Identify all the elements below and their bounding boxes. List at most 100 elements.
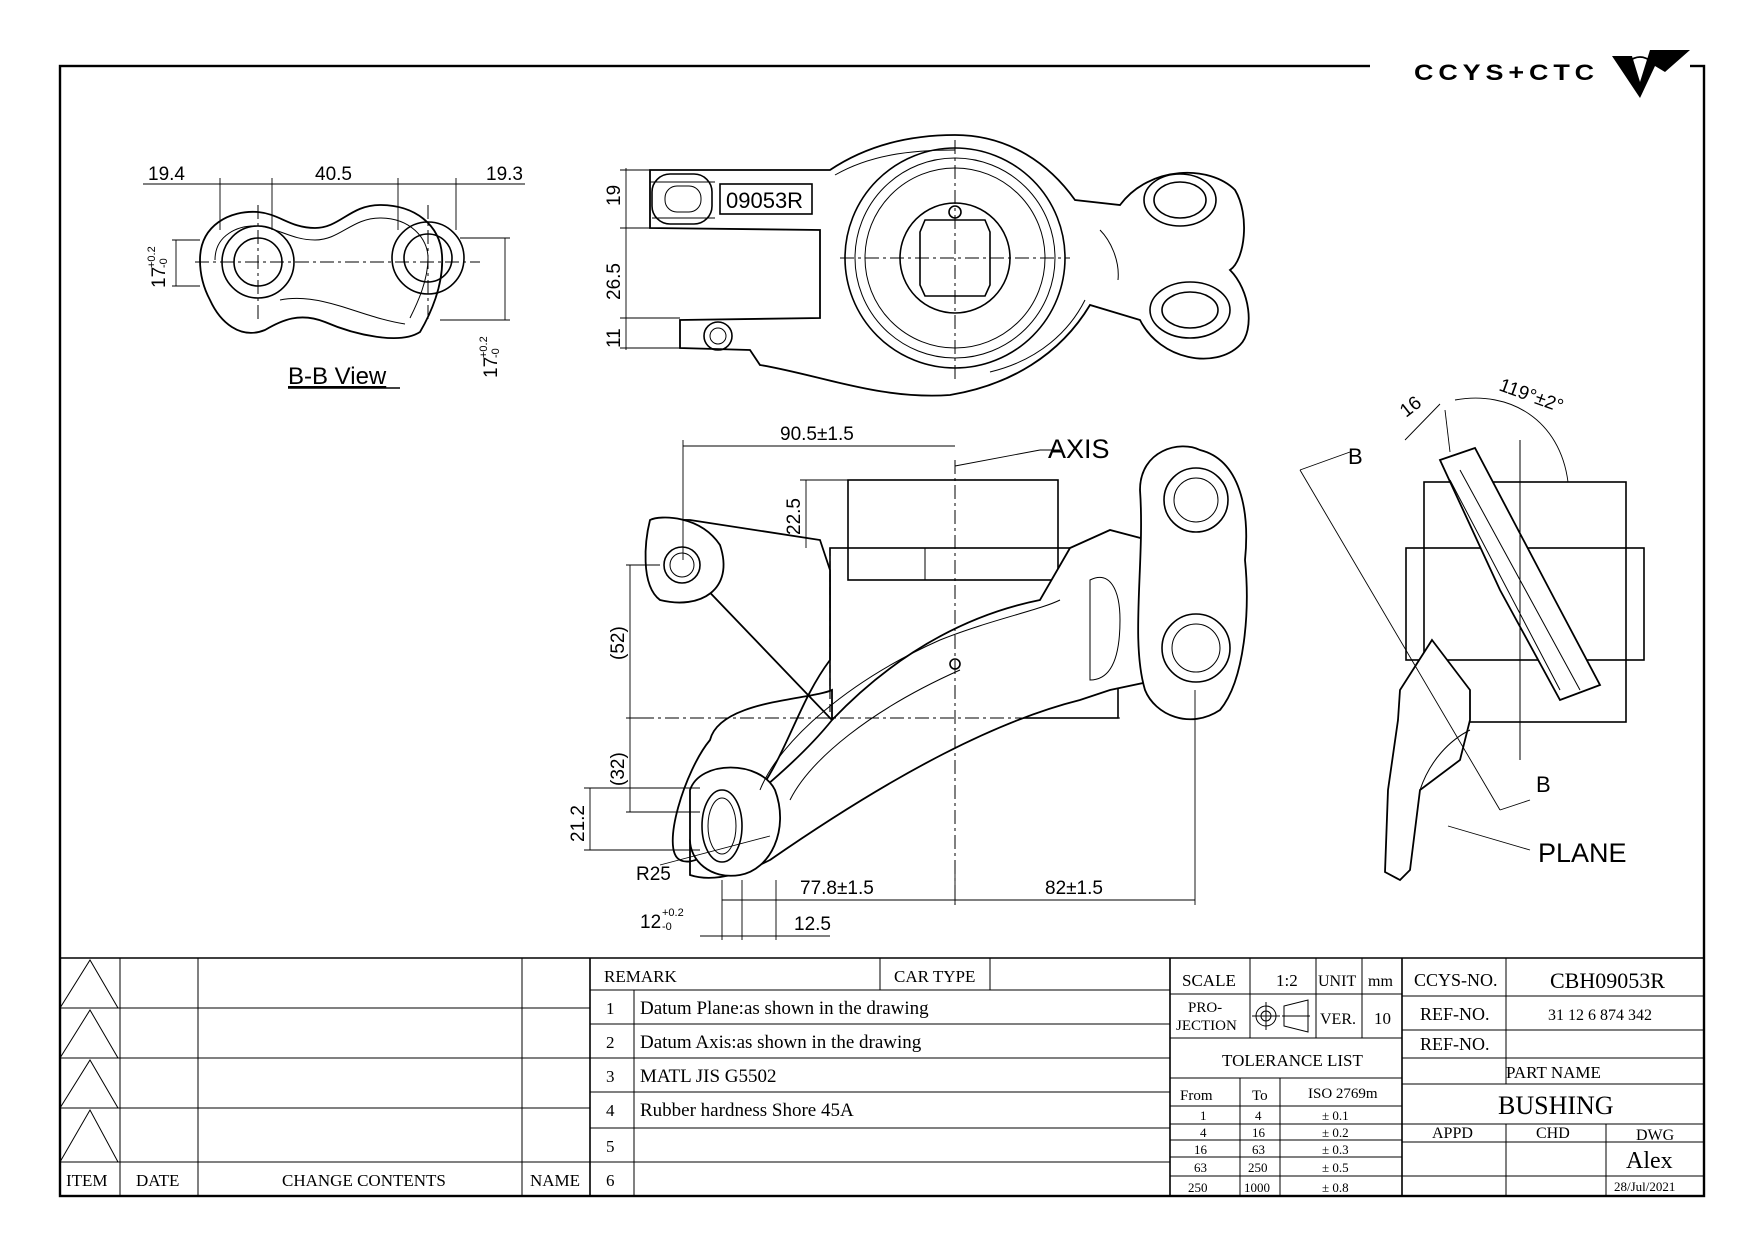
svg-text:1: 1 (1200, 1108, 1207, 1123)
svg-text:To: To (1252, 1088, 1268, 1104)
scale-value: 1:2 (1276, 971, 1298, 990)
svg-text:-0: -0 (158, 258, 170, 268)
svg-text:+0.2: +0.2 (478, 336, 490, 358)
sleeve-rect (847, 479, 1059, 581)
chd-label: CHD (1536, 1125, 1570, 1142)
front-view: AXIS 90.5±1.5 22.5 (52) (32) 21.2 R25 77… (568, 424, 1248, 940)
remark-1: Datum Plane:as shown in the drawing (640, 998, 929, 1019)
dim-22-5: 22.5 (784, 498, 805, 535)
side-dim-angle: 119°±2° (1496, 375, 1566, 417)
tolerance-title: TOLERANCE LIST (1222, 1051, 1363, 1070)
svg-text:250: 250 (1188, 1180, 1208, 1195)
top-view-outline (649, 134, 1250, 397)
side-dim-16: 16 (1396, 392, 1426, 422)
part-name-value: BUSHING (1498, 1091, 1614, 1120)
revision-table: ITEM DATE CHANGE CONTENTS NAME (59, 958, 591, 1196)
bb-dim-mid: 40.5 (315, 164, 352, 185)
company-logo: CCYS+CTC (1414, 50, 1690, 98)
dim-77-8: 77.8±1.5 (800, 878, 874, 899)
ref-no-value-1: 31 12 6 874 342 (1548, 1007, 1652, 1024)
unit-value: mm (1368, 973, 1393, 990)
info-block: SCALE 1:2 UNIT mm PRO- JECTION VER. 10 T… (1170, 958, 1403, 1196)
side-view: B B PLANE 16 119°±2° (1299, 375, 1645, 882)
bb-dim-left: 19.4 (148, 164, 185, 185)
svg-text:16: 16 (1194, 1142, 1208, 1157)
svg-text:1: 1 (606, 999, 615, 1018)
remark-3: MATL JIS G5502 (640, 1066, 777, 1087)
remark-4: Rubber hardness Shore 45A (640, 1100, 854, 1121)
remark-header: REMARK (604, 967, 677, 986)
remarks-table: REMARK CAR TYPE 1 Datum Plane:as shown i… (590, 958, 1171, 1196)
dim-82: 82±1.5 (1045, 878, 1103, 899)
ccys-no-value: CBH09053R (1550, 968, 1665, 993)
svg-text:PRO-: PRO- (1188, 1000, 1222, 1016)
section-label-bottom: B (1536, 772, 1551, 797)
sheet-border (58, 64, 1706, 1198)
svg-text:From: From (1180, 1088, 1213, 1104)
top-dim-19: 19 (604, 185, 625, 206)
title-block: CCYS-NO. CBH09053R REF-NO. 31 12 6 874 3… (1402, 958, 1704, 1196)
drawing-date: 28/Jul/2021 (1614, 1179, 1675, 1194)
svg-text:ISO 2769m: ISO 2769m (1308, 1086, 1378, 1102)
svg-text:± 0.3: ± 0.3 (1322, 1142, 1349, 1157)
svg-text:3: 3 (606, 1067, 615, 1086)
remark-2: Datum Axis:as shown in the drawing (640, 1032, 922, 1053)
dim-21-2: 21.2 (568, 805, 589, 842)
bb-view: 19.4 40.5 19.3 17 +0.2 -0 17 +0.2 -0 B-B… (143, 164, 525, 390)
svg-text:16: 16 (1252, 1125, 1266, 1140)
logo-text: CCYS+CTC (1414, 60, 1599, 85)
dim-12-5: 12.5 (794, 914, 831, 935)
svg-text:4: 4 (1255, 1108, 1262, 1123)
svg-text:2: 2 (606, 1033, 615, 1052)
svg-text:63: 63 (1194, 1160, 1207, 1175)
rev-header-date: DATE (136, 1171, 179, 1190)
svg-text:+0.2: +0.2 (662, 907, 684, 919)
dim-32: (32) (608, 752, 629, 786)
projection-symbol-icon (1252, 999, 1310, 1033)
dim-52: (52) (608, 626, 629, 660)
top-view: 09053R 19 26.5 11 (604, 134, 1250, 397)
svg-text:± 0.2: ± 0.2 (1322, 1125, 1349, 1140)
svg-text:± 0.5: ± 0.5 (1322, 1160, 1349, 1175)
appd-label: APPD (1432, 1125, 1473, 1142)
svg-text:5: 5 (606, 1137, 615, 1156)
ref-no-label-1: REF-NO. (1420, 1004, 1490, 1024)
dim-12: 12 (640, 912, 661, 933)
rev-header-contents: CHANGE CONTENTS (282, 1171, 446, 1190)
top-dim-11: 11 (604, 328, 625, 348)
svg-text:63: 63 (1252, 1142, 1265, 1157)
top-dim-26-5: 26.5 (604, 263, 625, 300)
svg-text:-0: -0 (662, 921, 672, 933)
ver-value: 10 (1374, 1009, 1391, 1028)
svg-text:+0.2: +0.2 (146, 246, 158, 268)
scale-label: SCALE (1182, 971, 1236, 990)
part-marking: 09053R (726, 188, 803, 213)
dim-r25: R25 (636, 864, 671, 885)
svg-text:1000: 1000 (1244, 1180, 1270, 1195)
dwg-label: DWG (1636, 1127, 1675, 1144)
car-type-label: CAR TYPE (894, 967, 975, 986)
ver-label: VER. (1320, 1011, 1356, 1028)
svg-text:JECTION: JECTION (1176, 1018, 1237, 1034)
svg-text:250: 250 (1248, 1160, 1268, 1175)
svg-text:4: 4 (1200, 1125, 1207, 1140)
svg-text:± 0.1: ± 0.1 (1322, 1108, 1349, 1123)
section-label-top: B (1348, 444, 1363, 469)
rev-header-item: ITEM (66, 1171, 108, 1190)
revision-triangle-icon (59, 959, 119, 1163)
svg-text:6: 6 (606, 1171, 615, 1190)
rev-header-name: NAME (530, 1171, 580, 1190)
bb-view-title: B-B View (288, 363, 387, 390)
drawn-by: Alex (1626, 1148, 1673, 1174)
ref-no-label-2: REF-NO. (1420, 1034, 1490, 1054)
bb-tol-right: 17 (481, 357, 502, 378)
svg-text:4: 4 (606, 1101, 615, 1120)
bb-tol-left: 17 (149, 267, 170, 288)
svg-text:-0: -0 (490, 348, 502, 358)
svg-text:± 0.8: ± 0.8 (1322, 1180, 1349, 1195)
part-name-label: PART NAME (1506, 1063, 1601, 1082)
logo-mark-icon (1612, 50, 1690, 98)
ccys-no-label: CCYS-NO. (1414, 970, 1498, 990)
dim-90-5: 90.5±1.5 (780, 424, 854, 445)
